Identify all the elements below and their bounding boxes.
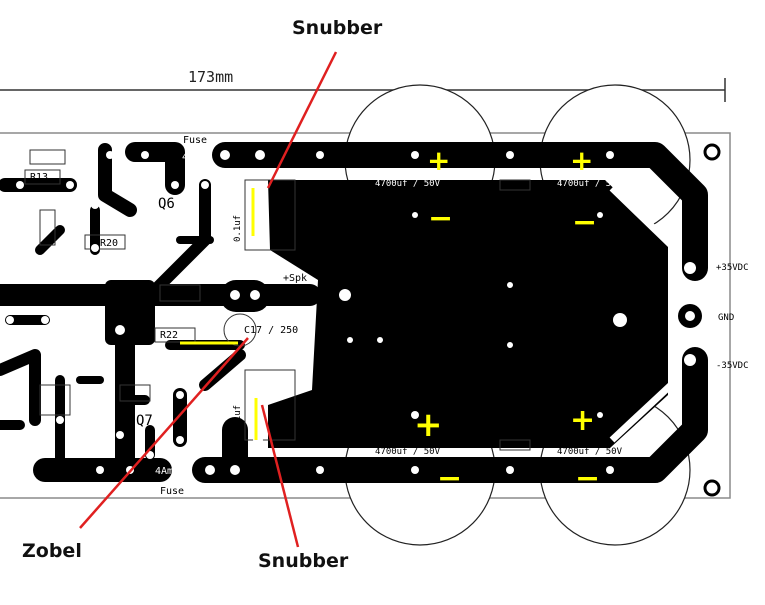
cap-bottom-left-label: 4700uf / 50V: [375, 447, 441, 457]
minus-marker: −: [428, 201, 453, 236]
callout-lines: [79, 51, 338, 548]
cap-top-right-label: 4700uf / 50V: [557, 179, 623, 189]
minus35-label: -35VDC: [716, 361, 749, 371]
plane-isolation: [609, 185, 676, 443]
solder-pads: [6, 150, 696, 475]
capacitor-leads: [180, 188, 258, 440]
silkscreen-text: R15 R13 R20 R23 R22 Q6 Q7 Fuse 4Amp 4Amp…: [30, 135, 749, 497]
q7-label: Q7: [136, 413, 153, 429]
plus-marker: +: [570, 403, 595, 438]
minus-marker: −: [575, 461, 600, 496]
zobel-cap-label: C17 / 250: [244, 325, 298, 336]
plus-marker: +: [570, 144, 593, 177]
snubber-callout-top: Snubber: [292, 17, 383, 39]
mount-hole-bottom: [703, 479, 721, 497]
fuse-top-label: Fuse: [183, 135, 207, 146]
plus-marker: +: [427, 144, 450, 177]
component-outlines: [24, 149, 531, 451]
ground-plane: [268, 180, 668, 448]
r13-label: R13: [30, 172, 48, 183]
r20-label: R20: [100, 238, 118, 249]
speaker-pad: [220, 280, 270, 312]
q6-label: Q6: [158, 196, 175, 212]
cap-top-left-label: 4700uf / 50V: [375, 179, 441, 189]
dimension-label: 173mm: [188, 68, 233, 86]
r22-label: R22: [160, 330, 178, 341]
polarity-markers: + + − − + + − −: [414, 144, 600, 496]
amp-top-label: 4Amp: [182, 152, 206, 163]
plus35-label: +35VDC: [716, 263, 749, 273]
snubber-cap-top-label: 0.1uf: [233, 215, 243, 242]
cap-bottom-right-label: 4700uf / 50V: [557, 447, 623, 457]
fuse-bottom-label: Fuse: [160, 486, 184, 497]
r15-label: R15: [34, 153, 52, 164]
snubber-callout-bottom: Snubber: [258, 550, 349, 572]
r23-label: R23: [173, 290, 191, 301]
minus-marker: −: [572, 205, 597, 240]
snubber-cap-bottom-label: 0.1uf: [233, 405, 243, 432]
gnd-pad-hole: [685, 311, 695, 321]
output-pad-block: [105, 280, 155, 345]
gnd-label: GND: [718, 313, 734, 323]
rail-traces: [192, 142, 708, 483]
amp-bottom-label: 4Amp: [155, 466, 179, 477]
plus-marker: +: [414, 405, 443, 445]
minus-marker: −: [437, 461, 462, 496]
speaker-label: +Spk: [283, 273, 307, 284]
mount-hole-top: [703, 143, 721, 161]
zobel-callout: Zobel: [22, 540, 82, 562]
